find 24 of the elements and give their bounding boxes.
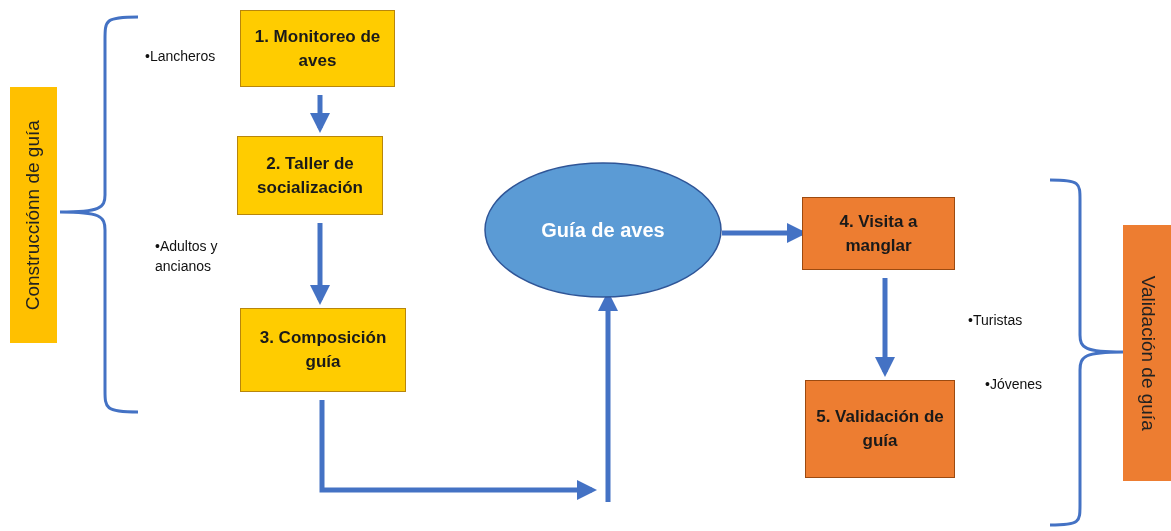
node-text: 2. Taller de socialización bbox=[256, 152, 364, 199]
note-text: •Adultos y ancianos bbox=[155, 237, 219, 276]
process-box bbox=[240, 10, 395, 87]
band-text: Validación de guía bbox=[1136, 275, 1160, 431]
note-text: •Jóvenes bbox=[985, 375, 1044, 394]
node-text: Guía de aves bbox=[540, 218, 666, 243]
label-band bbox=[10, 87, 57, 343]
node-text: 4. Visita a manglar bbox=[838, 210, 919, 257]
arrow bbox=[875, 278, 895, 377]
node-text: 1. Monitoreo de aves bbox=[253, 25, 382, 72]
note-text: •Lancheros bbox=[145, 47, 217, 66]
arrow bbox=[319, 400, 597, 500]
process-box bbox=[805, 380, 955, 478]
node-text: 5. Validación de guía bbox=[815, 406, 945, 452]
node-text: 3. Composición guía bbox=[258, 327, 388, 373]
band-text: Construcciónn de guía bbox=[21, 119, 45, 311]
process-box bbox=[237, 136, 383, 215]
ellipse bbox=[484, 162, 722, 298]
process-box bbox=[240, 308, 406, 392]
arrow bbox=[310, 95, 330, 133]
arrow bbox=[310, 223, 330, 305]
label-band bbox=[1123, 225, 1171, 481]
process-box bbox=[802, 197, 955, 270]
note-text: •Turistas bbox=[968, 311, 1024, 330]
